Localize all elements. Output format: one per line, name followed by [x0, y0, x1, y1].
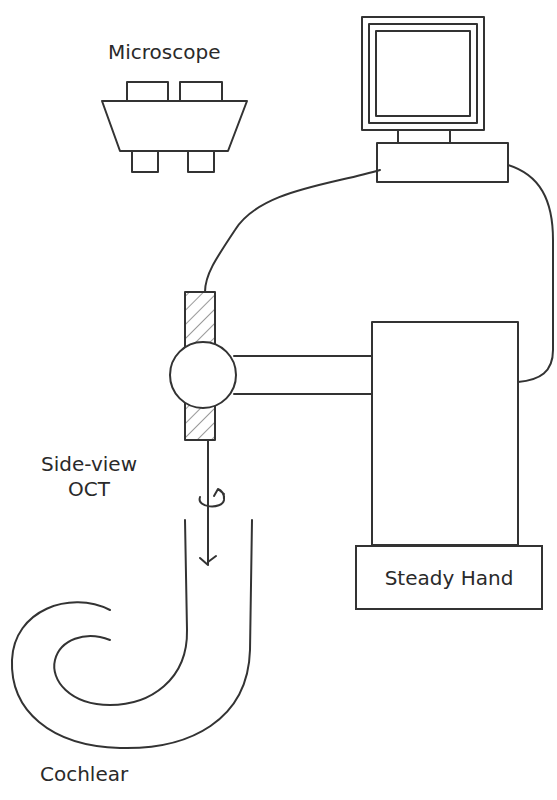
microscope-drawing — [102, 82, 247, 172]
robot-base-box: Steady Hand — [355, 545, 543, 610]
node-text: Steady Hand — [385, 566, 514, 590]
part-label: Side-view OCT — [30, 452, 148, 502]
cable — [205, 170, 380, 292]
oct-probe — [200, 440, 216, 565]
cochlea-drawing — [12, 520, 252, 748]
computer-drawing — [362, 17, 508, 182]
part-label: Cochlear — [40, 762, 200, 787]
robot-arm — [234, 356, 372, 394]
rotation-arrow — [200, 489, 225, 506]
cable — [508, 165, 553, 382]
part-label: Microscope — [108, 40, 248, 65]
robot-tower — [372, 322, 518, 545]
rotary-joint — [170, 342, 236, 408]
